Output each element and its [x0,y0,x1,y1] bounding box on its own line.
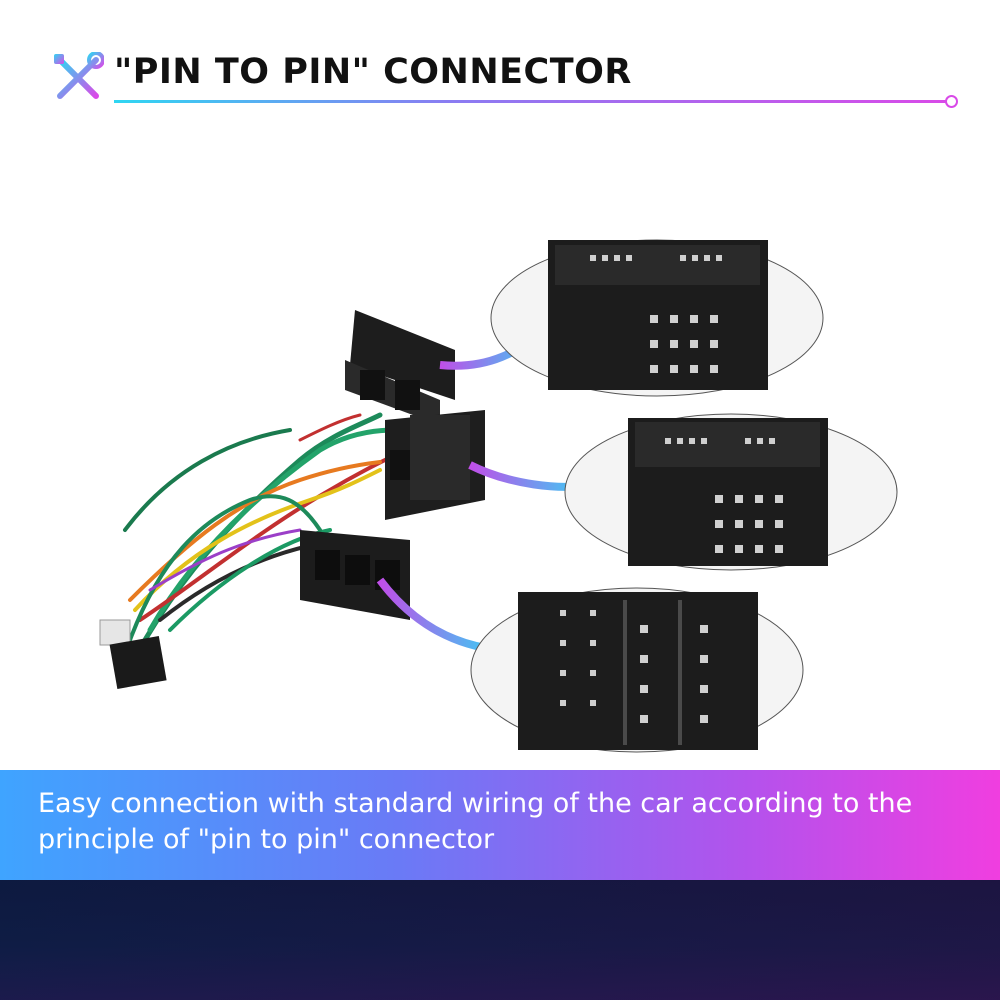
connector-3 [300,530,410,620]
header: "PIN TO PIN" CONNECTOR [0,0,1000,120]
wrench-screwdriver-icon [54,52,104,99]
zoom-detail-2 [564,413,898,571]
title-underline-dot [945,95,958,108]
footer-band [0,880,1000,1000]
connector-2 [385,410,485,520]
title-underline [114,100,950,103]
info-banner [0,770,1000,880]
zoom-detail-1 [490,239,824,397]
connector-illustration [99,239,898,753]
white-plug [99,619,131,646]
banner-text: Easy connection with standard wiring of … [38,788,913,855]
zoom-detail-3 [470,587,804,753]
end-connector [109,635,167,689]
footer-glow [0,880,1000,1000]
connector-1 [345,310,455,425]
page-title: "PIN TO PIN" CONNECTOR [114,52,632,92]
